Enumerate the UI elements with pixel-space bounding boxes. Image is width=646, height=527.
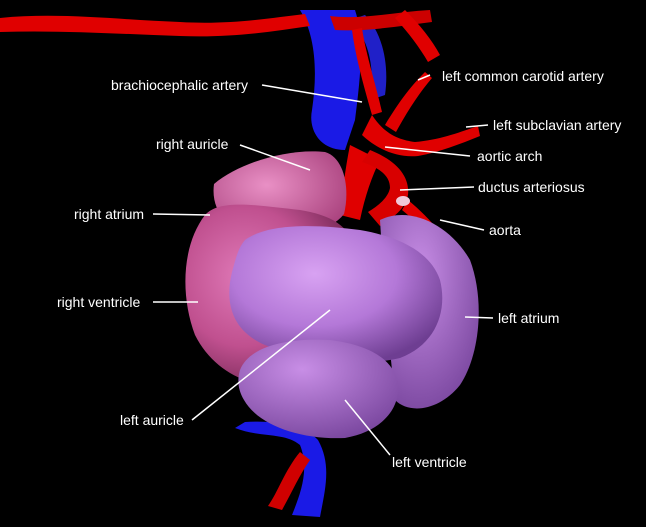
label-left-subclavian-artery: left subclavian artery <box>493 117 622 133</box>
leader-left-auricle <box>191 309 331 421</box>
leader-aorta <box>439 219 485 231</box>
label-right-auricle: right auricle <box>156 136 229 152</box>
label-left-atrium: left atrium <box>498 310 560 326</box>
leader-left-common-carotid <box>417 74 431 81</box>
label-left-common-carotid-artery: left common carotid artery <box>442 68 604 84</box>
label-brachiocephalic-artery: brachiocephalic artery <box>111 77 248 93</box>
leader-left-ventricle <box>344 399 391 456</box>
leader-ductus-arteriosus <box>399 186 475 191</box>
lower-vein-structure <box>235 421 327 517</box>
left-heart <box>229 214 479 439</box>
leader-left-subclavian <box>465 124 489 128</box>
leader-right-atrium <box>152 213 211 216</box>
label-left-ventricle: left ventricle <box>392 454 467 470</box>
label-aorta: aorta <box>489 222 521 238</box>
leader-aortic-arch <box>384 146 471 157</box>
label-left-auricle: left auricle <box>120 412 184 428</box>
label-right-ventricle: right ventricle <box>57 294 141 310</box>
label-aortic-arch: aortic arch <box>477 148 543 164</box>
leader-left-atrium <box>464 316 494 319</box>
label-ductus-arteriosus: ductus arteriosus <box>478 179 585 195</box>
leader-right-auricle <box>239 144 311 171</box>
upper-vein-structure <box>300 10 387 150</box>
label-right-atrium: right atrium <box>74 206 145 222</box>
leader-brachiocephalic <box>261 84 363 103</box>
leader-lines <box>152 74 494 456</box>
